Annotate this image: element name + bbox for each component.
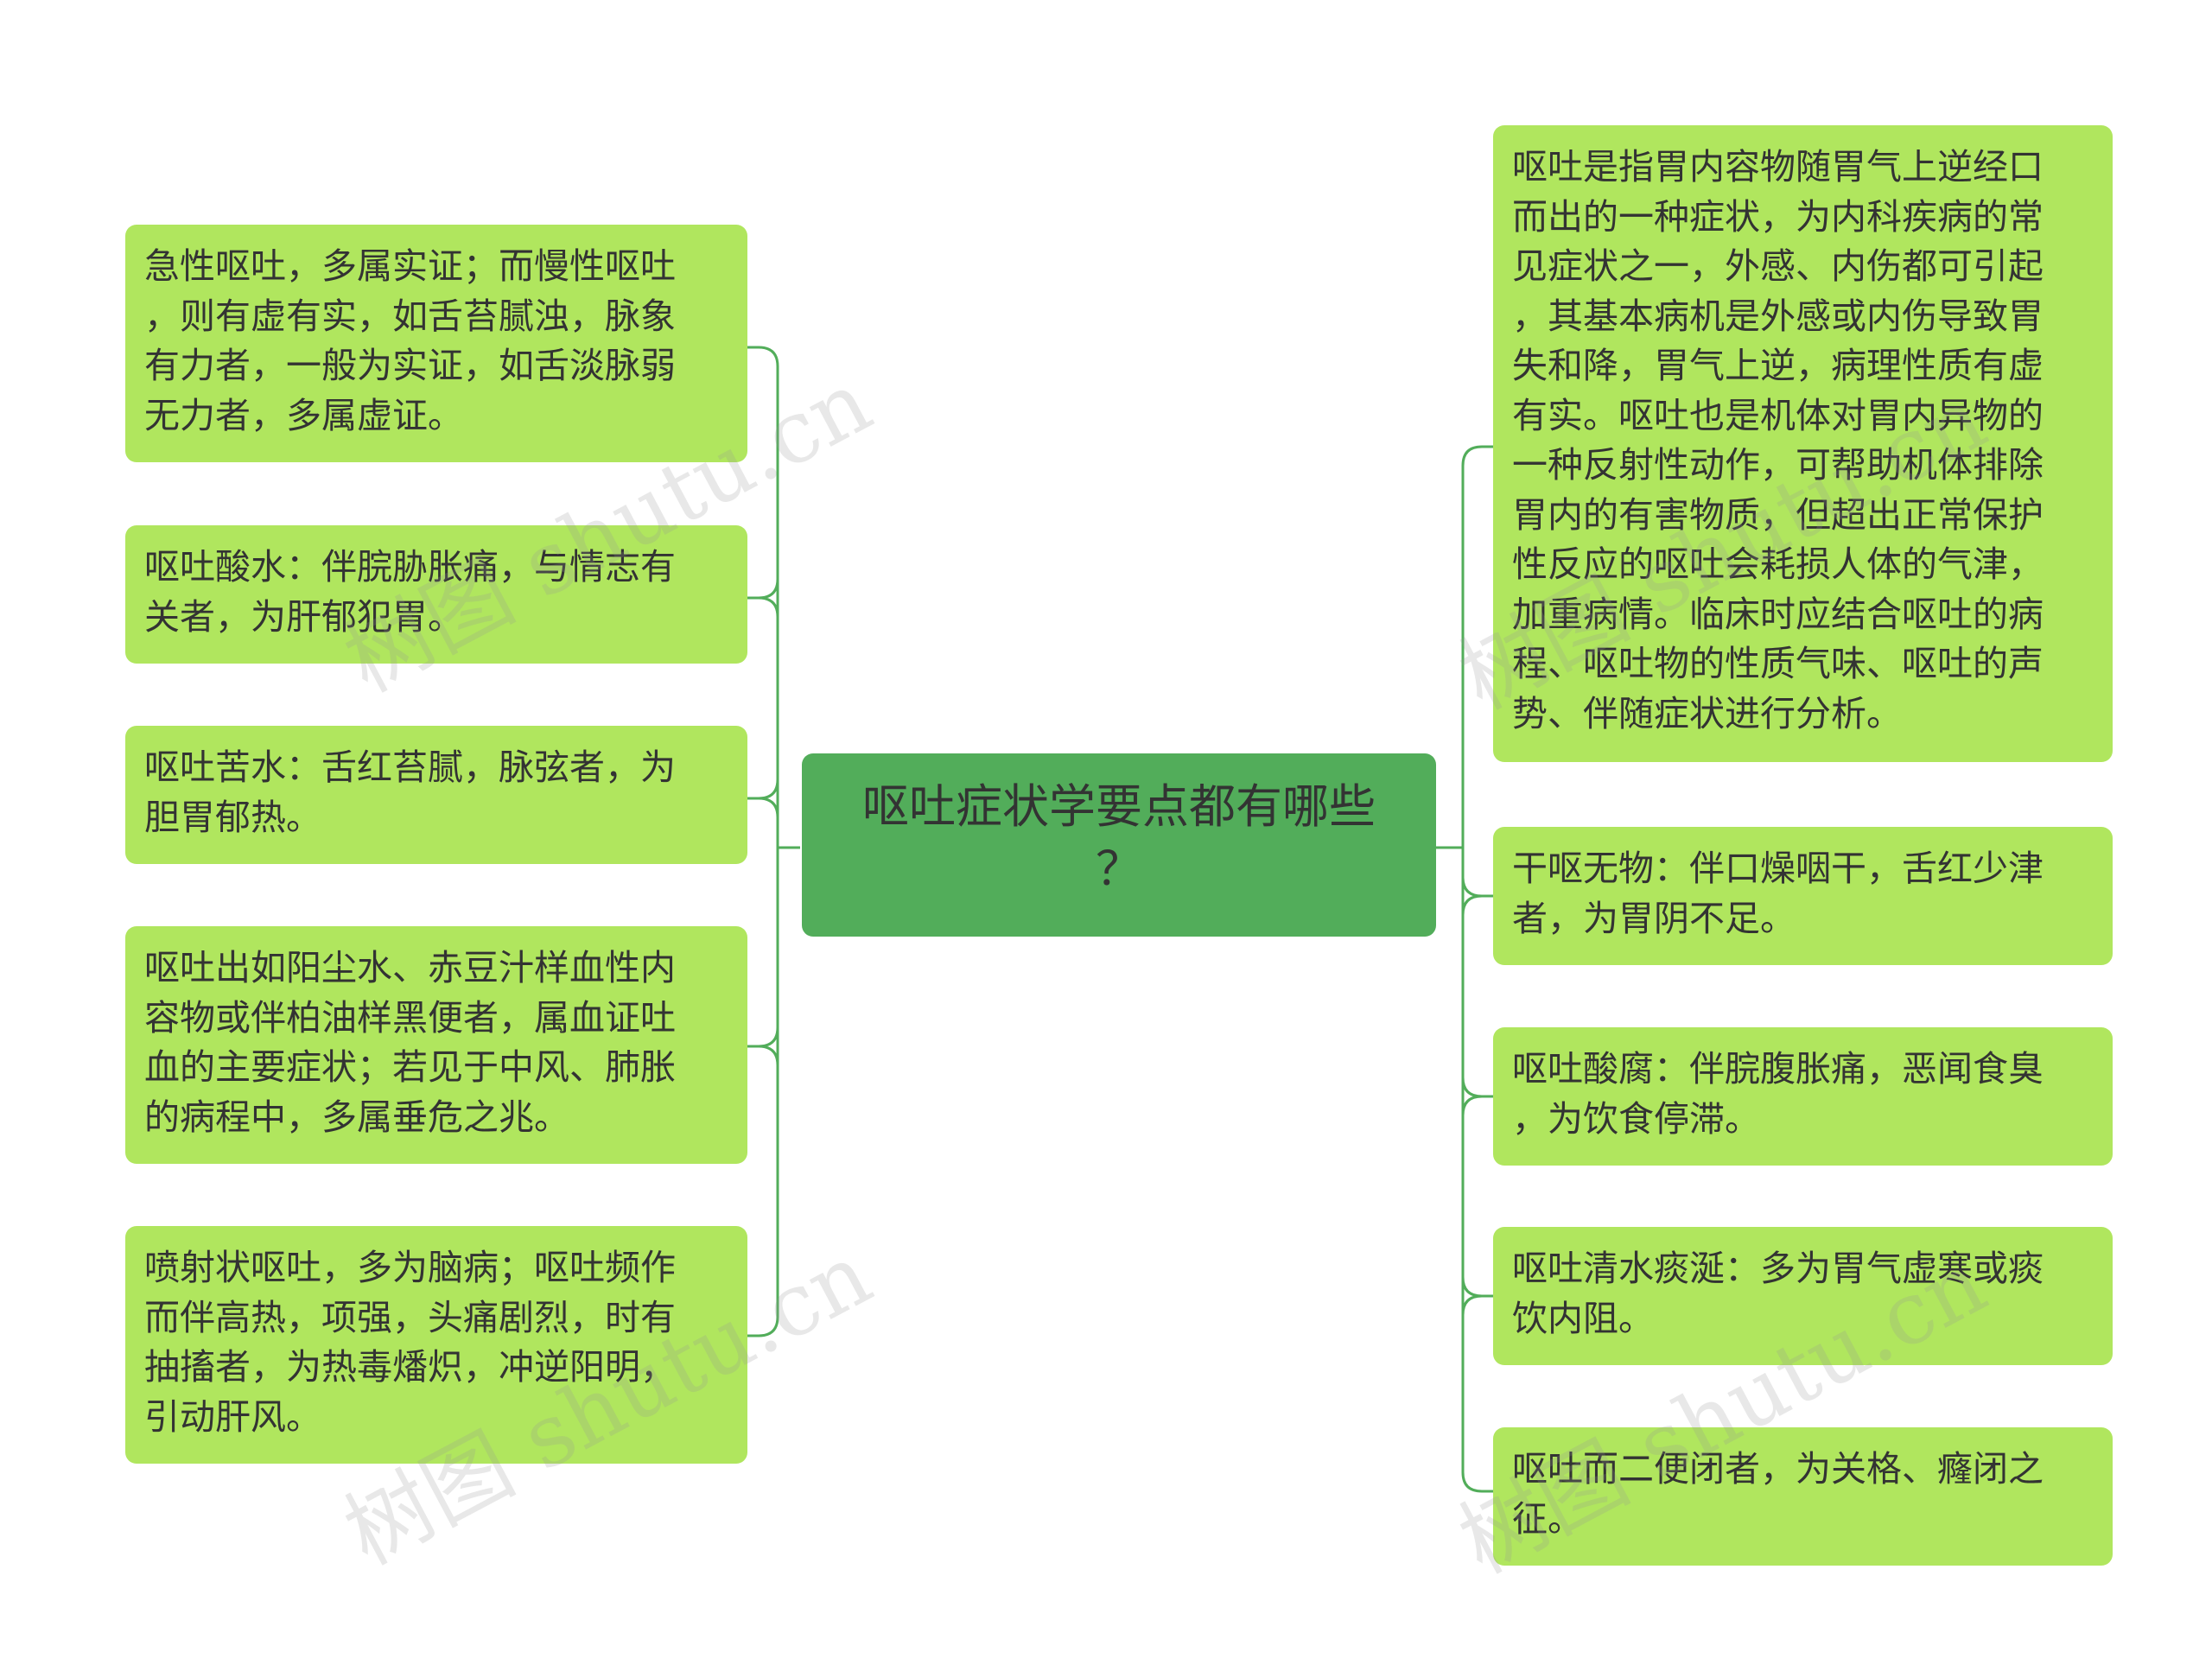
connector-right-trunk bbox=[1461, 445, 1483, 1493]
left-topic-1[interactable]: 急性呕吐，多属实证；而慢性呕吐 ，则有虚有实，如舌苔腻浊，脉象 有力者，一般为实… bbox=[125, 225, 747, 462]
left-topic-5[interactable]: 喷射状呕吐，多为脑病；呕吐频作 而伴高热，项强，头痛剧烈，时有 抽搐者，为热毒燔… bbox=[125, 1226, 747, 1464]
connector-left-3 bbox=[747, 778, 779, 818]
right-topic-4[interactable]: 呕吐清水痰涎：多为胃气虚寒或痰 饮内阻。 bbox=[1493, 1227, 2113, 1365]
connector-right-2 bbox=[1461, 876, 1493, 916]
left-topic-2[interactable]: 呕吐酸水：伴脘胁胀痛，与情志有 关者，为肝郁犯胃。 bbox=[125, 525, 747, 664]
connector-right-4 bbox=[1461, 1276, 1493, 1316]
right-topic-2[interactable]: 干呕无物：伴口燥咽干，舌红少津 者，为胃阴不足。 bbox=[1493, 827, 2113, 965]
right-topic-1[interactable]: 呕吐是指胃内容物随胃气上逆经口 而出的一种症状，为内科疾病的常 见症状之一，外感… bbox=[1493, 125, 2113, 762]
connector-left-4 bbox=[747, 1026, 779, 1066]
connector-right-3 bbox=[1461, 1077, 1493, 1116]
central-topic[interactable]: 呕吐症状学要点都有哪些 ？ bbox=[802, 753, 1436, 937]
left-topic-4[interactable]: 呕吐出如阳尘水、赤豆汁样血性内 容物或伴柏油样黑便者，属血证吐 血的主要症状；若… bbox=[125, 926, 747, 1164]
right-topic-3[interactable]: 呕吐酸腐：伴脘腹胀痛，恶闻食臭 ，为饮食停滞。 bbox=[1493, 1027, 2113, 1166]
left-topic-3[interactable]: 呕吐苦水：舌红苔腻，脉弦者，为 胆胃郁热。 bbox=[125, 726, 747, 864]
right-topic-5[interactable]: 呕吐而二便闭者，为关格、癃闭之 征。 bbox=[1493, 1427, 2113, 1566]
connector-left-2 bbox=[747, 578, 779, 618]
connector-left-trunk bbox=[758, 346, 779, 1337]
